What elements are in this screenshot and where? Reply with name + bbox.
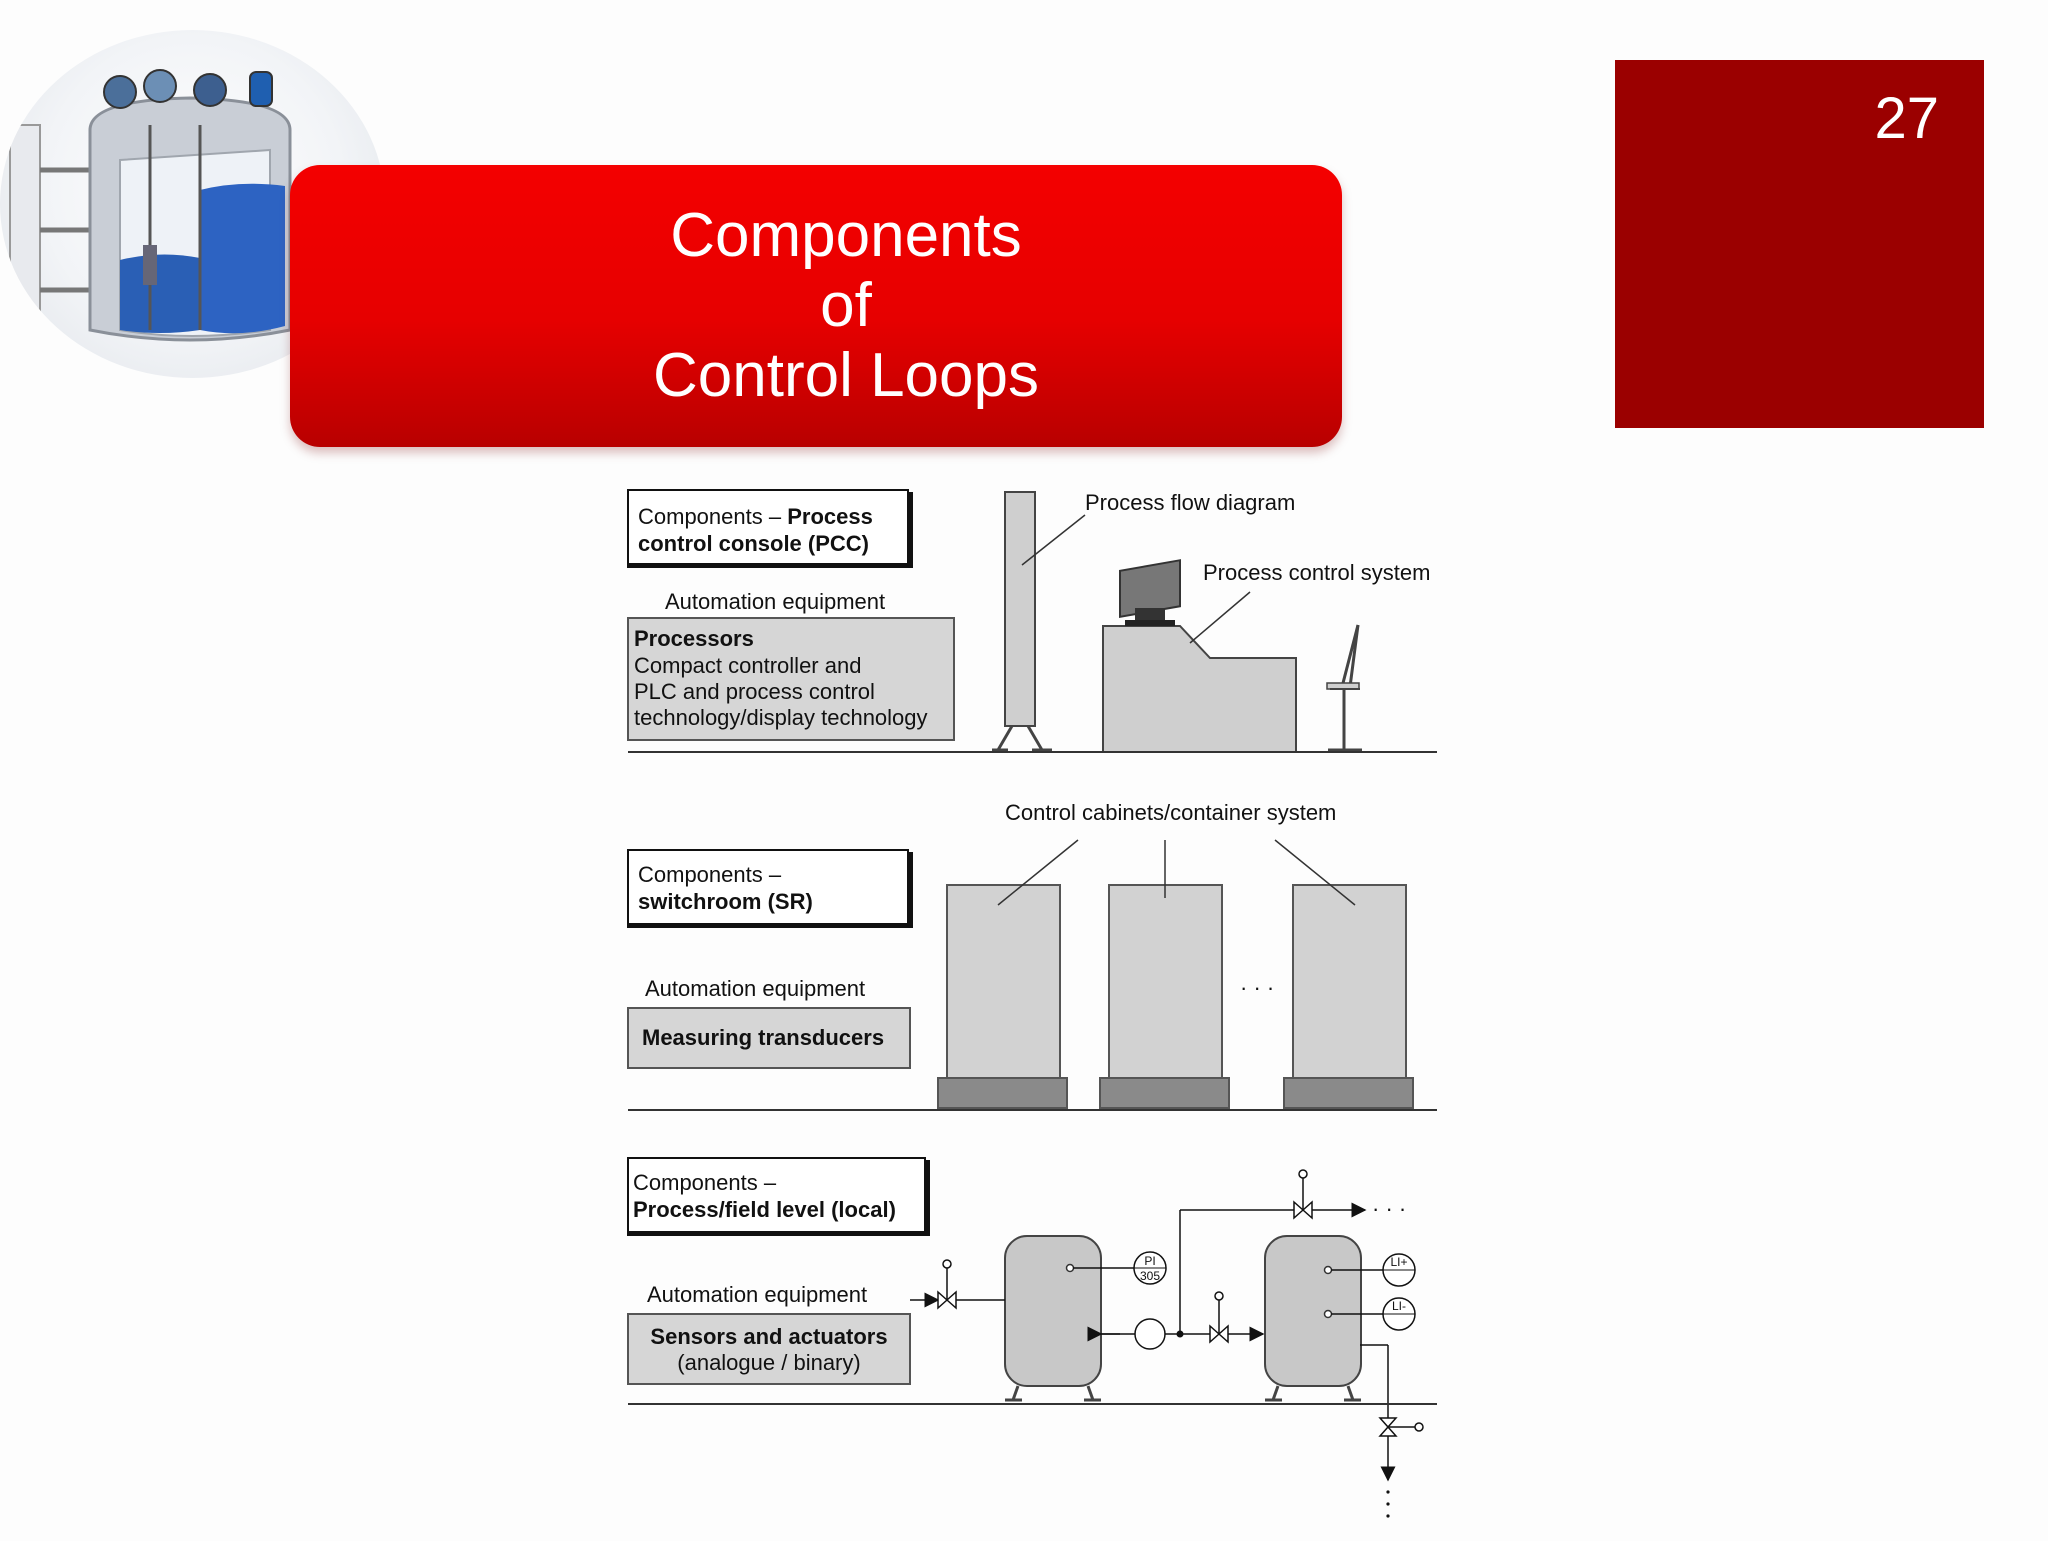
- sr-ellipsis: · · ·: [1240, 975, 1274, 1000]
- process-flow-panel: [1004, 491, 1036, 727]
- field-equipment-box: [627, 1313, 911, 1385]
- section-field-level: Components – Process/field level (local)…: [627, 1157, 1437, 1518]
- control-loop-diagram: Components – Process control console (PC…: [620, 480, 1460, 1541]
- field-equipment-subtitle: (analogue / binary): [677, 1350, 860, 1375]
- sr-box-line-1: Components –: [638, 862, 782, 887]
- slide-title: Components of Control Loops: [350, 201, 1342, 411]
- instrument-li-high: LI+: [1390, 1255, 1407, 1269]
- field-ellipsis: · · ·: [1372, 1196, 1406, 1221]
- pcc-automation-label: Automation equipment: [665, 589, 885, 614]
- title-line-1: Components: [670, 201, 1022, 270]
- left-vessel: [1004, 1235, 1102, 1402]
- section-switchroom: Control cabinets/container system Compon…: [627, 800, 1437, 1111]
- title-line-3: Control Loops: [652, 341, 1040, 410]
- control-cabinet: [1283, 884, 1414, 1109]
- pcc-box-line-2: control console (PCC): [638, 531, 869, 556]
- sr-automation-label: Automation equipment: [645, 976, 865, 1001]
- control-cabinet: [1099, 884, 1230, 1109]
- pcc-equipment-title: Processors: [634, 626, 754, 651]
- callout-process-control-system: Process control system: [1203, 560, 1430, 585]
- title-line-2: of: [820, 271, 872, 340]
- operator-chair: [1326, 624, 1362, 752]
- pcc-equipment-line-3: technology/display technology: [634, 705, 928, 730]
- sr-box-line-2: switchroom (SR): [638, 889, 813, 914]
- pcc-equipment-box: [627, 617, 955, 741]
- title-banner: Components of Control Loops: [290, 165, 1342, 447]
- field-components-box: [627, 1157, 926, 1233]
- pump-icon: [1134, 1318, 1166, 1350]
- field-box-line-1: Components –: [633, 1170, 777, 1195]
- right-vessel: [1264, 1235, 1362, 1402]
- process-control-desk: [1102, 625, 1297, 753]
- callout-process-flow-diagram: Process flow diagram: [1085, 490, 1295, 515]
- tank-logo: [0, 30, 385, 378]
- pcc-box-line-1: Components – Process: [638, 504, 873, 529]
- callout-control-cabinets: Control cabinets/container system: [1005, 800, 1336, 825]
- field-box-line-2: Process/field level (local): [633, 1197, 896, 1222]
- field-automation-label: Automation equipment: [647, 1282, 867, 1307]
- instrument-li-low: LI-: [1392, 1299, 1406, 1313]
- tank-level-instrumentation-logo: [9, 69, 335, 346]
- pcc-equipment-line-2: PLC and process control: [634, 679, 875, 704]
- page-number: 27: [1874, 86, 1939, 151]
- control-cabinet: [937, 884, 1068, 1109]
- instrument-pi-tag: 305: [1140, 1269, 1160, 1283]
- page-number-box: 27: [1615, 60, 1984, 428]
- instrument-pi-label: PI: [1144, 1254, 1155, 1268]
- sr-equipment-title: Measuring transducers: [642, 1025, 884, 1050]
- field-equipment-title: Sensors and actuators: [650, 1324, 887, 1349]
- pcc-equipment-line-1: Compact controller and: [634, 653, 861, 678]
- section-pcc: Components – Process control console (PC…: [627, 489, 1437, 753]
- sr-components-box: [627, 849, 909, 925]
- sr-equipment-box: [627, 1007, 911, 1069]
- control-loop-diagram-svg: Components – Process control console (PC…: [627, 489, 1437, 1518]
- pcc-components-box: [627, 489, 909, 565]
